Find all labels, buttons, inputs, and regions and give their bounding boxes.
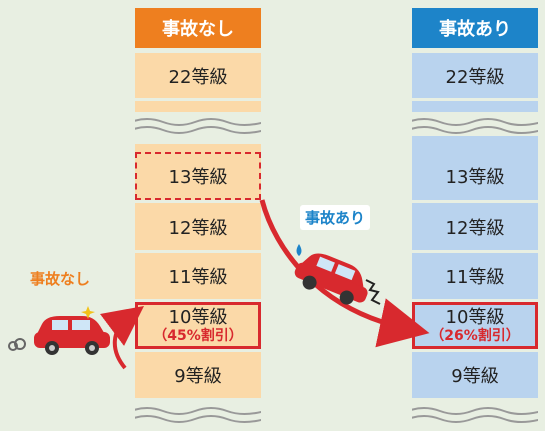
current-grade-cell: 10等級 （45%割引）: [135, 302, 261, 349]
with-accident-header: 事故あり: [412, 8, 538, 48]
car-icon: [34, 316, 110, 355]
with-accident-label: 事故あり: [300, 205, 371, 230]
grade-cell: 11等級: [135, 253, 261, 299]
grade-cell-spacer: [412, 136, 538, 152]
no-accident-up-arrow: [99, 305, 144, 370]
grade-cell: 12等級: [412, 203, 538, 250]
grade-cell: 9等級: [135, 352, 261, 398]
grade-cell: 22等級: [412, 53, 538, 98]
grade-cell-spacer: [135, 144, 261, 152]
grade-cell-13-target: 13等級: [135, 152, 261, 200]
no-accident-label: 事故なし: [30, 270, 91, 288]
downgraded-grade-cell: 10等級 （26%割引）: [412, 302, 538, 349]
sweat-icon: [296, 244, 302, 256]
wave-break-icon: [412, 401, 538, 431]
wave-break-icon: [135, 401, 261, 431]
wave-break-icon: [135, 112, 261, 142]
impact-icon: [365, 279, 381, 305]
grade-cell: 12等級: [135, 203, 261, 250]
grade-cell: 11等級: [412, 253, 538, 299]
sparkle-icon: [81, 306, 95, 319]
exhaust-icon: [8, 338, 26, 351]
grade-cell: 13等級: [412, 152, 538, 200]
grade-cell: 9等級: [412, 352, 538, 398]
grade-cell: 22等級: [135, 53, 261, 98]
no-accident-header: 事故なし: [135, 8, 261, 48]
crashed-car-icon: [294, 253, 368, 305]
